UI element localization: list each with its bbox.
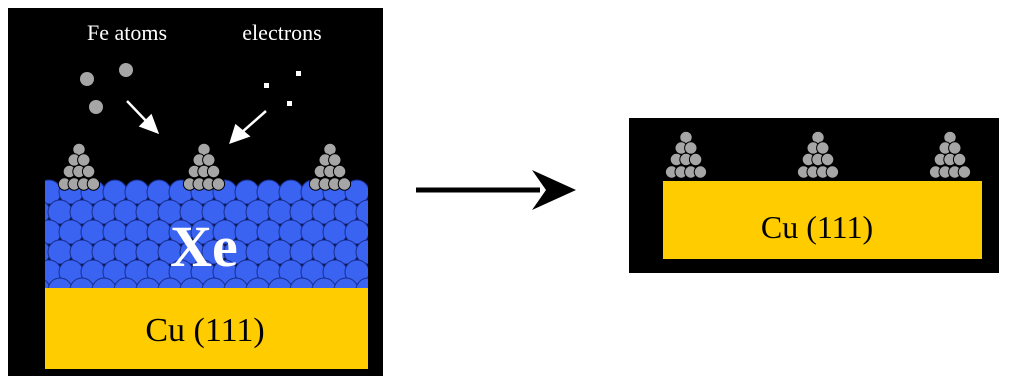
fe-atom [119,63,133,77]
xe-atom [91,277,117,288]
fe-atom [80,72,94,86]
fe-cluster [57,142,101,191]
fe-atom [332,164,347,179]
electron [287,101,292,106]
fe-cluster [664,130,708,179]
cu-substrate-label: Cu (111) [145,312,264,349]
fe-atom [952,152,967,167]
xe-atom [201,277,227,288]
arrow-right-icon [416,170,576,210]
xe-atom [47,277,73,288]
fe-atom [337,177,352,191]
electrons-label: electrons [242,20,321,45]
fe-atom [211,177,226,191]
xe-atom [113,277,139,288]
cu-substrate [663,181,982,259]
fe-cluster [308,142,352,191]
xe-atom [344,259,368,285]
cu-substrate [45,288,368,369]
fe-atom [684,141,698,155]
fe-cluster [928,130,972,179]
xe-atom [245,277,271,288]
xe-atom [355,239,368,265]
fe-clusters [57,142,352,191]
fe-cluster [182,142,226,191]
falling-fe-atoms [80,63,133,114]
xe-atom [157,277,183,288]
xe-atom [135,277,161,288]
electrons [264,71,301,106]
fe-cluster [796,130,840,179]
xe-atom [69,277,95,288]
right-panel: Cu (111) [629,118,999,273]
fe-atom [202,153,216,167]
xe-atom [179,277,205,288]
electron [296,71,301,76]
fe-atom [77,153,91,167]
fe-atom [825,165,840,179]
fe-clusters [664,130,972,179]
fe-atom [688,152,703,167]
xe-atom [267,277,293,288]
arrow-down-left-icon [229,110,267,145]
fe-atoms-label: Fe atoms [87,20,167,45]
xe-label: Xe [170,214,238,279]
xe-atom [223,277,249,288]
cu-substrate-label: Cu (111) [761,209,873,245]
fe-atom [328,153,342,167]
fe-atom [948,141,962,155]
xe-atom [344,219,368,245]
fe-atom [816,141,830,155]
xe-atom [289,277,315,288]
fe-atom [820,152,835,167]
fe-atom [86,177,101,191]
fe-atom [89,100,103,114]
electron [264,83,269,88]
fe-atom [957,165,972,179]
left-panel: Fe atoms electrons Xe Cu (1 [8,8,383,376]
xe-atom [311,277,337,288]
arrow-down-right-icon [126,100,160,135]
xe-atom [355,277,368,288]
xe-atom [355,199,368,225]
fe-atom [81,164,96,179]
xe-atom [333,277,359,288]
fe-atom [693,165,708,179]
fe-atom [206,164,221,179]
